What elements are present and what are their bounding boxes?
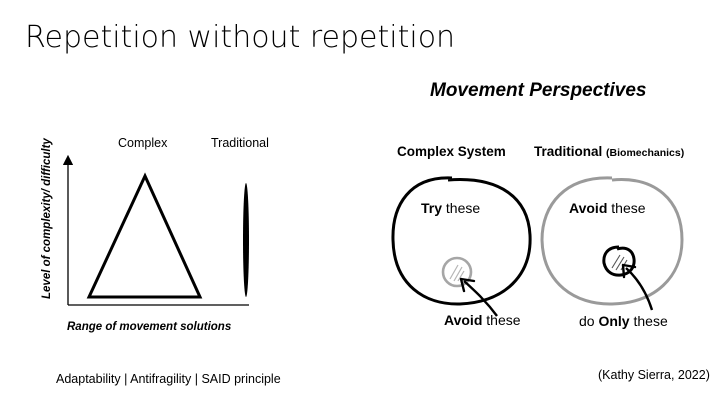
complex-avoid-arrowhead	[459, 277, 476, 293]
trad-do-prefix: do	[579, 313, 599, 329]
trad-avoid-rest: these	[607, 200, 646, 216]
label-complex: Complex	[118, 136, 168, 150]
citation: (Kathy Sierra, 2022)	[598, 368, 710, 382]
traditional-big-circle	[540, 176, 684, 306]
traditional-only-arrowhead	[621, 263, 637, 279]
trad-avoid-label: Avoid these	[569, 200, 646, 216]
label-traditional: Traditional	[211, 136, 269, 150]
complex-try-label: Try these	[421, 200, 480, 216]
slide-title: Repetition without repetition	[25, 20, 456, 55]
x-axis-label: Range of movement solutions	[67, 321, 232, 333]
trad-avoid-bold: Avoid	[569, 200, 608, 216]
complex-try-rest: these	[442, 200, 481, 216]
traditional-only-arrow	[625, 267, 654, 311]
traditional-bar	[243, 183, 249, 297]
complex-avoid-bold: Avoid	[444, 312, 483, 328]
complex-avoid-label: Avoid these	[444, 312, 521, 328]
complex-try-bold: Try	[421, 200, 443, 216]
section-title: Movement Perspectives	[430, 80, 647, 101]
complex-avoid-rest: these	[482, 312, 521, 328]
complex-small-circle	[441, 256, 473, 288]
complex-system-header: Complex System	[397, 144, 506, 159]
complex-small-hatch	[449, 264, 465, 282]
complex-avoid-arrow	[463, 280, 498, 317]
footer-principles: Adaptability | Antifragility | SAID prin…	[56, 372, 281, 386]
traditional-header-sub: (Biomechanics)	[606, 147, 685, 159]
traditional-small-circle	[602, 245, 636, 277]
trad-only-bold: Only	[598, 313, 630, 329]
complex-triangle	[86, 172, 203, 299]
traditional-small-hatch	[611, 254, 628, 271]
complex-big-circle	[391, 176, 532, 306]
trad-only-rest: these	[629, 313, 668, 329]
traditional-header: Traditional (Biomechanics)	[534, 144, 684, 159]
trad-only-label: do Only these	[579, 313, 668, 329]
traditional-header-main: Traditional	[534, 144, 603, 159]
y-axis-label: Level of complexity/ difficulty	[41, 138, 53, 299]
